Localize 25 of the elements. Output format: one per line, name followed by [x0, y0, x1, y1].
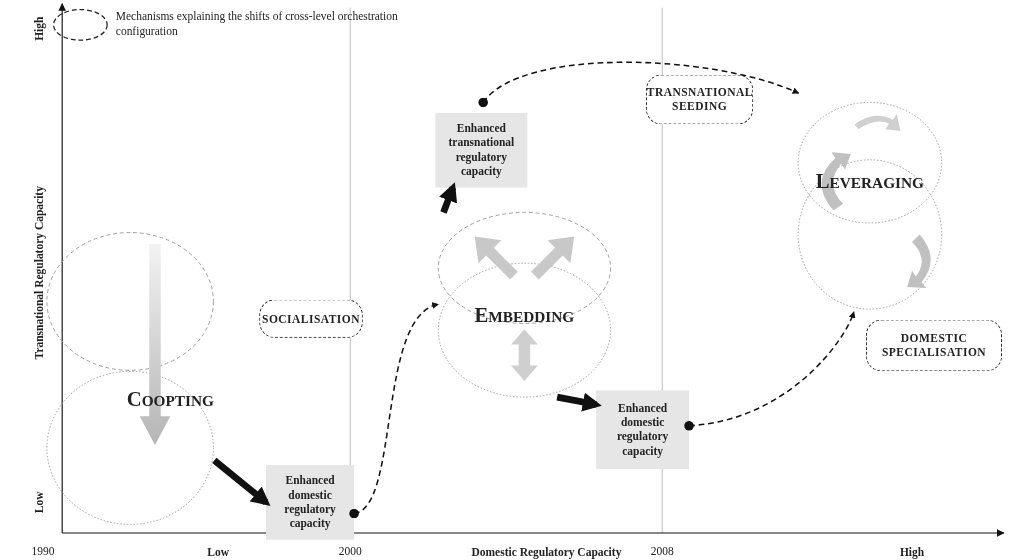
axis-label: Domestic Regulatory Capacity [471, 545, 622, 560]
capacity-box: Enhanced transnational regulatory capacity [435, 112, 528, 188]
mechanism-label: TRANSNATIONAL SEEDING [645, 74, 754, 125]
axis-label: 1990 [31, 544, 55, 559]
mechanism-label: SOCIALISATION [259, 299, 363, 338]
axis-label: Low [32, 491, 47, 514]
axis-label: 2008 [650, 544, 674, 559]
thick-arrow [212, 457, 271, 507]
dashed-arrow [349, 303, 440, 519]
capacity-box: Enhanced domestic regulatory capacity [266, 465, 355, 540]
thick-arrow [556, 392, 602, 412]
axis-label: Transnational Regulatory Capacity [32, 186, 47, 360]
capacity-box: Enhanced domestic regulatory capacity [596, 390, 690, 469]
axis-label: 2000 [338, 544, 362, 559]
axis-label: High [32, 16, 47, 41]
phase-label: LEVERAGING [815, 169, 924, 194]
phase-label: EMBEDDING [474, 303, 575, 328]
mechanism-label: DOMESTIC SPECIALISATION [866, 319, 1002, 372]
axis-label: Low [207, 545, 230, 560]
axis-label: High [899, 545, 925, 560]
legend-text: Mechanisms explaining the shifts of cross-level orchestration configuration [115, 9, 399, 40]
dashed-arrow [684, 311, 855, 431]
thick-arrow [439, 182, 458, 214]
dashed-arrow [478, 61, 800, 108]
phase-label: COOPTING [126, 388, 214, 412]
